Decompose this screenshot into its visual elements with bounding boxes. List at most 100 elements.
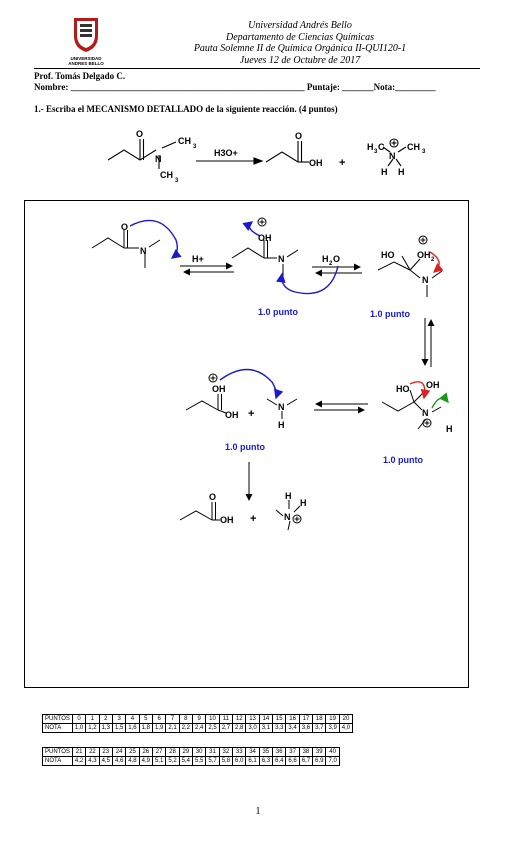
- nombre-blank[interactable]: ________________________________________…: [70, 82, 305, 92]
- table-cell: 4,2: [71, 756, 87, 766]
- table-cell: 40: [325, 747, 340, 757]
- svg-text:H: H: [300, 498, 307, 508]
- exam-date: Jueves 12 de Octubre de 2017: [239, 54, 361, 66]
- svg-text:N: N: [140, 246, 147, 256]
- table-cell: 4,8: [125, 756, 140, 766]
- table-cell: 15: [272, 714, 287, 724]
- table-cell: 6,6: [285, 756, 300, 766]
- svg-text:3: 3: [193, 144, 197, 150]
- svg-text:OH: OH: [258, 233, 272, 243]
- svg-text:3: 3: [175, 178, 179, 184]
- table-row: PUNTOS 21 22 23 24 25 26 27 28 29 30 31 …: [42, 747, 340, 757]
- ammonium-ch3-label: CH: [407, 142, 420, 152]
- puntos-header: PUNTOS: [42, 714, 73, 724]
- acid-oh-label: OH: [309, 158, 323, 168]
- table-row: NOTA 4,2 4,3 4,5 4,6 4,8 4,9 5,1 5,2 5,4…: [42, 756, 340, 766]
- blue-arrow-2: [242, 221, 261, 237]
- nota-header: NOTA: [42, 723, 73, 733]
- student-info-line: Nombre: ________________________________…: [34, 82, 504, 92]
- puntaje-label: Puntaje:: [304, 82, 343, 92]
- svg-text:HO: HO: [381, 250, 395, 260]
- score-label-3: 1.0 punto: [225, 442, 265, 452]
- table-cell: 38: [298, 747, 314, 757]
- table-cell: 2,7: [218, 723, 234, 733]
- table-cell: 21: [71, 747, 87, 757]
- university-name: Universidad Andrés Bello: [248, 20, 352, 31]
- table-cell: 26: [138, 747, 153, 757]
- ammonium-n-label: N: [389, 151, 396, 161]
- header-rule: [34, 68, 480, 69]
- header-block: Universidad Andrés Bello Departamento de…: [150, 20, 450, 66]
- table-cell: 31: [205, 747, 220, 757]
- table-cell: 6,4: [272, 756, 287, 766]
- table-cell: 4,9: [138, 756, 153, 766]
- table-row: PUNTOS 0 1 2 3 4 5 6 7 8 9 10 11 12 13 1…: [42, 714, 354, 724]
- svg-text:N: N: [422, 275, 429, 285]
- amide-ch3-label-2: CH: [160, 170, 173, 180]
- mechanism-diagram: O N H+ OH N H 2 O HO OH 2 N HO OH N H OH…: [91, 217, 453, 531]
- table-cell: 6,3: [258, 756, 274, 766]
- puntaje-blank[interactable]: _______: [342, 82, 374, 92]
- table-cell: 1,2: [85, 723, 100, 733]
- svg-text:H: H: [381, 167, 388, 177]
- svg-text:N: N: [284, 512, 291, 522]
- table-cell: 11: [218, 714, 234, 724]
- step2-reagent: H: [322, 254, 329, 264]
- table-cell: 3,0: [245, 723, 260, 733]
- table-cell: 22: [85, 747, 100, 757]
- professor-name: Prof. Tomás Delgado C.: [34, 71, 126, 81]
- svg-text:O: O: [209, 492, 216, 502]
- table-cell: 3,6: [298, 723, 314, 733]
- amide-o-label: O: [136, 129, 143, 139]
- grade-table-2: PUNTOS 21 22 23 24 25 26 27 28 29 30 31 …: [42, 747, 340, 766]
- logo-text-2: ANDRES BELLO: [68, 61, 104, 66]
- svg-text:OH: OH: [225, 410, 239, 420]
- table-cell: 8: [178, 714, 194, 724]
- nombre-label: Nombre:: [34, 82, 71, 92]
- table-cell: 3,1: [258, 723, 274, 733]
- svg-text:O: O: [121, 222, 128, 232]
- table-cell: 39: [312, 747, 327, 757]
- table-cell: 6: [151, 714, 167, 724]
- reaction-reagent: H3O+: [214, 148, 238, 158]
- amide-n-label: N: [155, 154, 162, 164]
- table-cell: 34: [245, 747, 260, 757]
- svg-text:N: N: [422, 408, 429, 418]
- table-cell: 6,9: [312, 756, 327, 766]
- table-cell: 5,4: [178, 756, 194, 766]
- table-cell: 2,5: [205, 723, 220, 733]
- table-cell: 5,7: [205, 756, 220, 766]
- table-cell: 20: [338, 714, 354, 724]
- exam-title: Pauta Solemne II de Química Orgánica II-…: [193, 43, 407, 54]
- table-cell: 6,0: [232, 756, 247, 766]
- question-text: 1.- Escriba el MECANISMO DETALLADO de la…: [34, 104, 338, 114]
- table-row: NOTA 1,0 1,2 1,3 1,5 1,6 1,8 1,9 2,1 2,2…: [42, 723, 354, 733]
- step1-reagent: H+: [192, 254, 204, 264]
- table-cell: 16: [285, 714, 300, 724]
- svg-text:H: H: [398, 167, 405, 177]
- blue-arrow-4: [219, 368, 284, 400]
- svg-text:HO: HO: [396, 384, 410, 394]
- table-cell: 5,2: [165, 756, 180, 766]
- table-cell: 6,1: [245, 756, 260, 766]
- ammonium-h3c-label: H: [367, 142, 374, 152]
- table-cell: 3,7: [312, 723, 327, 733]
- table-cell: 1,9: [151, 723, 167, 733]
- svg-text:OH: OH: [426, 380, 440, 390]
- table-cell: 1: [85, 714, 100, 724]
- table-cell: 5,8: [218, 756, 234, 766]
- svg-text:3: 3: [374, 149, 378, 155]
- nota-header: NOTA: [42, 756, 73, 766]
- table-cell: 2,4: [191, 723, 207, 733]
- table-cell: 17: [298, 714, 314, 724]
- table-cell: 24: [111, 747, 127, 757]
- table-cell: 37: [285, 747, 300, 757]
- table-cell: 6,7: [298, 756, 314, 766]
- nota-blank[interactable]: _________: [395, 82, 436, 92]
- table-cell: 29: [178, 747, 194, 757]
- svg-text:3: 3: [422, 149, 426, 155]
- amide-ch3-label: CH: [178, 136, 191, 146]
- table-cell: 1,5: [111, 723, 127, 733]
- table-cell: 27: [151, 747, 167, 757]
- puntos-header: PUNTOS: [42, 747, 73, 757]
